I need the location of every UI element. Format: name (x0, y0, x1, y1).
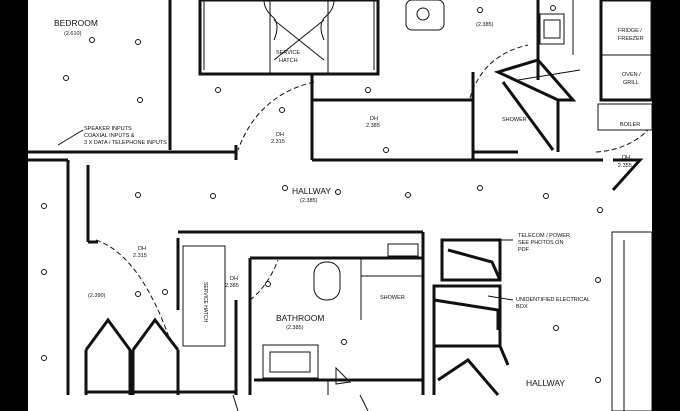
service-hatch-top-line1: SERVICE (276, 50, 300, 56)
bathroom-code: (2.385) (286, 325, 304, 331)
speaker-inputs-line1: SPEAKER INPUTS (84, 126, 132, 132)
dh-bath-label: DH (230, 276, 238, 282)
telecom-line2: SEE PHOTOS ON (518, 240, 563, 246)
left-code: (2.390) (88, 293, 106, 299)
dh-bath-value: 2.385 (225, 283, 239, 289)
hallway-main-name: HALLWAY (292, 186, 331, 196)
oven-label-line1: OVEN / (622, 72, 641, 78)
dh-center-value: 2.385 (366, 123, 380, 129)
dh-right-label: DH (622, 155, 630, 161)
dh-lower-left-label: DH (138, 246, 146, 252)
bathroom-name: BATHROOM (276, 313, 324, 323)
bedroom-code: (2.610) (64, 31, 82, 37)
speaker-inputs-line2: COAXIAL INPUTS & (84, 133, 135, 139)
hallway-lower-name: HALLWAY (526, 378, 565, 388)
dh-center-label: DH (370, 116, 378, 122)
floor-plan: BEDROOM (2.610) SERVICE HATCH (2.385) FR… (28, 0, 652, 411)
oven-label-line2: GRILL (623, 80, 639, 86)
floor-plan-drawing: BEDROOM (2.610) SERVICE HATCH (2.385) FR… (28, 0, 652, 411)
annotation-leaders (57, 129, 514, 411)
telecom-line1: TELECOM / POWER (518, 233, 570, 239)
speaker-inputs-line3: 3 X DATA / TELEPHONE INPUTS (84, 140, 167, 146)
door-swings (95, 0, 649, 396)
electrical-box-line1: UNIDENTIFIED ELECTRICAL (516, 297, 590, 303)
boiler-label: BOILER (620, 122, 640, 128)
dh-hall-left-value: 2.315 (271, 139, 285, 145)
fridge-label-line2: FREEZER (618, 36, 644, 42)
dh-lower-left-value: 2.315 (133, 253, 147, 259)
fridge-label-line1: FRIDGE / (618, 28, 642, 34)
walls (28, 0, 652, 411)
dh-right-value: 2.355 (618, 163, 632, 169)
telecom-line3: PDF (518, 247, 530, 253)
service-hatch-top-line2: HATCH (279, 58, 298, 64)
service-hatch-side-label: SERVICE HATCH (202, 282, 208, 322)
electrical-box-line2: BOX (516, 304, 528, 310)
dh-hall-left-label: DH (276, 132, 284, 138)
shower-top-label: SHOWER (502, 117, 527, 123)
top-right-code: (2.385) (476, 22, 494, 28)
light-fixtures (41, 5, 603, 383)
hallway-main-code: (2.385) (300, 198, 318, 204)
shower-bath-label: SHOWER (380, 295, 405, 301)
bedroom-name: BEDROOM (54, 18, 98, 28)
